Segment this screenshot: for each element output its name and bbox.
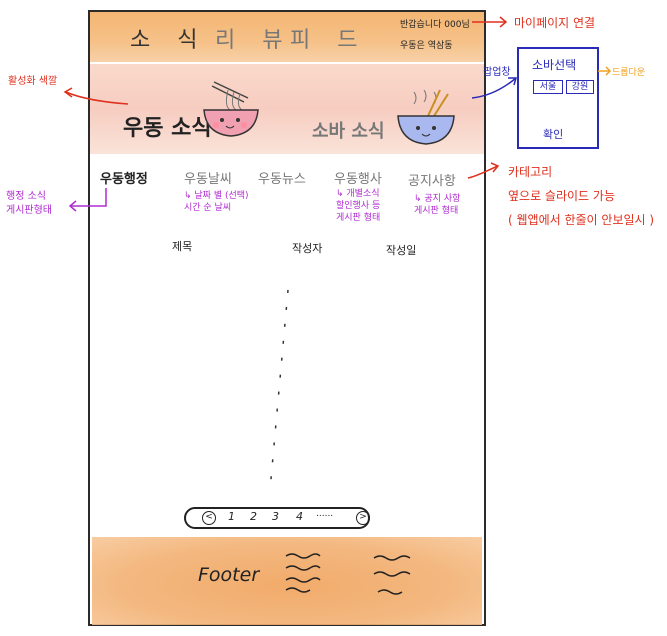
- note-weather: ↳ 날짜 별 (선택) 시간 순 날씨: [184, 191, 249, 213]
- column-date: 작성일: [386, 244, 417, 257]
- category-udong-news[interactable]: 우동뉴스: [258, 172, 306, 187]
- pagination-prev[interactable]: <: [202, 511, 216, 525]
- nav-feed[interactable]: 피 드: [290, 28, 368, 53]
- arrow-category-icon: [467, 162, 500, 179]
- nav-review[interactable]: 리 뷰: [215, 28, 293, 53]
- popup-confirm-button[interactable]: 확인: [543, 128, 564, 141]
- category-weather[interactable]: 우동날씨: [184, 172, 232, 187]
- popup-option-gangwon[interactable]: 강원: [566, 80, 594, 94]
- footer-text-scribble-1: [285, 553, 321, 593]
- arrow-mypage-icon: [472, 16, 508, 28]
- annotation-category-slide: 카테고리 옆으로 슬라이드 가능 ( 웹앱에서 한줄이 안보일시 ): [508, 165, 655, 227]
- page-2[interactable]: 2: [250, 510, 257, 523]
- category-events[interactable]: 우동행사: [334, 172, 382, 187]
- popup-option-seoul[interactable]: 서울: [533, 80, 563, 94]
- arrow-popup-icon: [471, 77, 517, 99]
- footer-band: [92, 537, 482, 625]
- column-title: 제목: [172, 240, 193, 253]
- region-select-popup: [517, 47, 599, 149]
- annotation-active-color: 활성화 색깔: [8, 76, 58, 87]
- account-links[interactable]: 우동은 역삼동: [400, 41, 453, 51]
- annotation-popup: 팝업창: [483, 67, 511, 78]
- arrow-admin-board-icon: [68, 188, 107, 212]
- page-1[interactable]: 1: [228, 510, 235, 523]
- tab-udong-news[interactable]: 우동 소식: [123, 116, 212, 141]
- footer-text-scribble-2: [373, 555, 411, 595]
- page-ellipsis: ......: [316, 509, 334, 519]
- annotation-dropdown: 드롭다운: [612, 68, 646, 78]
- udong-bowl-icon: [203, 81, 259, 137]
- note-events: ↳ 개별소식 할인행사 등 게시판 형태: [336, 189, 381, 223]
- arrow-active-color-icon: [63, 87, 129, 105]
- pagination-next[interactable]: >: [356, 511, 370, 525]
- page-4[interactable]: 4: [296, 510, 303, 523]
- note-notice: ↳ 공지 사항 게시판 형태: [414, 194, 461, 216]
- list-continuation-dots: [269, 289, 289, 491]
- tab-soba-news[interactable]: 소바 소식: [312, 121, 385, 142]
- annotation-mypage: 마이페이지 연결: [514, 16, 596, 30]
- footer-label: Footer: [198, 564, 260, 586]
- column-author: 작성자: [292, 242, 323, 255]
- page-3[interactable]: 3: [272, 510, 279, 523]
- annotation-admin-board: 행정 소식 게시판형태: [6, 191, 52, 216]
- greeting-text: 반갑습니다 000님: [400, 20, 470, 30]
- soba-bowl-icon: [397, 89, 455, 145]
- header-band: [90, 12, 484, 62]
- category-notice[interactable]: 공지사항: [408, 174, 456, 189]
- category-admin[interactable]: 우동행정: [100, 172, 148, 187]
- nav-news[interactable]: 소 식: [130, 28, 208, 53]
- arrow-dropdown-icon: [598, 66, 612, 76]
- popup-title: 소바선택: [532, 58, 577, 72]
